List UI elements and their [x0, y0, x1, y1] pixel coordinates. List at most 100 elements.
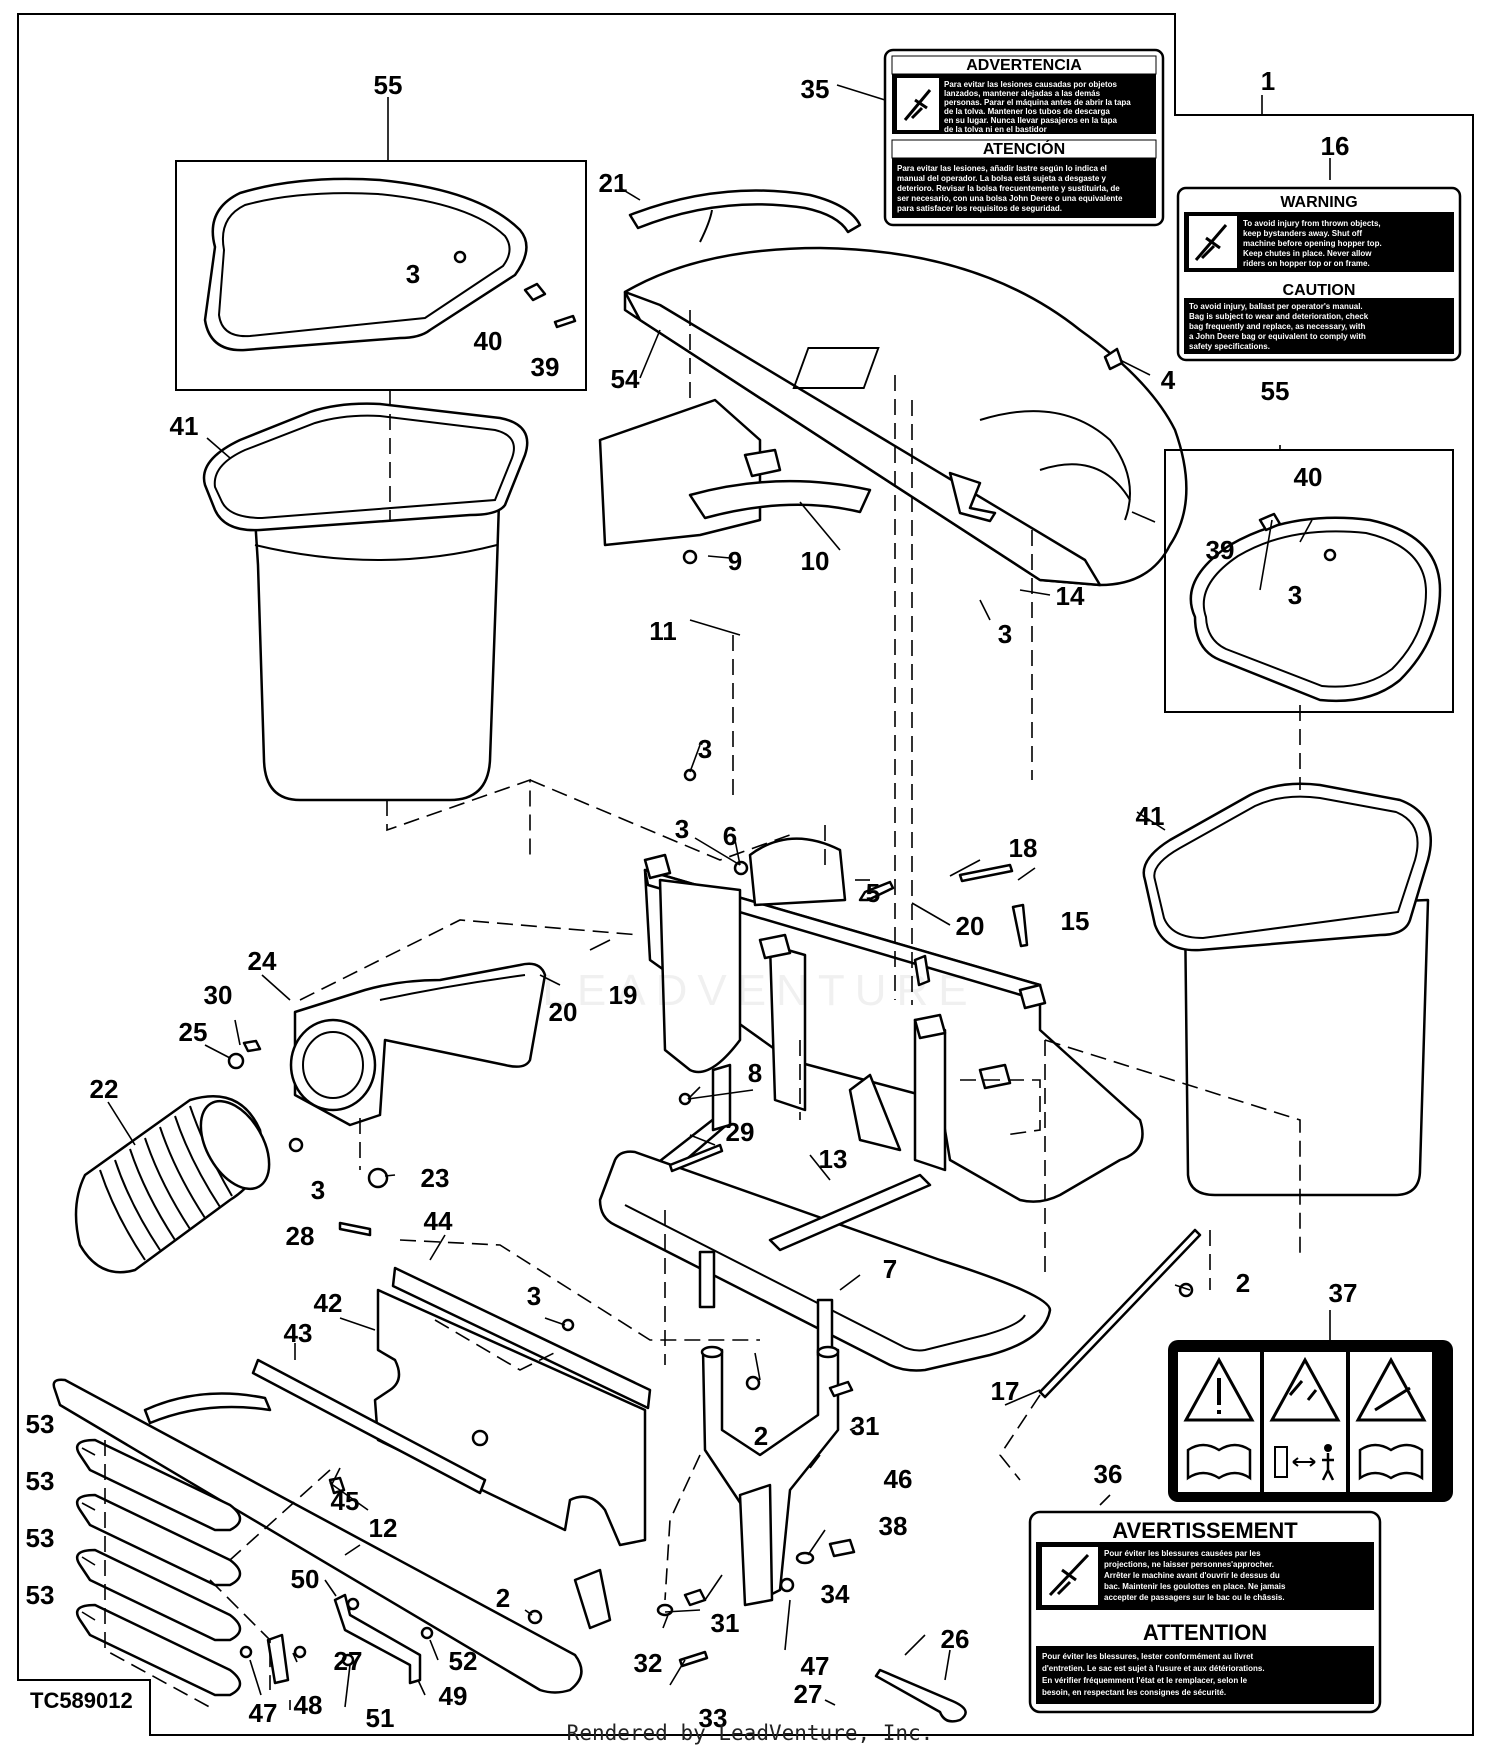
decal-16-warning-title: WARNING: [1280, 194, 1357, 211]
inset-box-right: [1164, 449, 1454, 713]
callout-49: 49: [439, 1681, 468, 1711]
callout-labels: 55 1 35 16 21 3 40 39 54 4 41 55 40 39 3…: [26, 66, 1358, 1733]
support-rod: [1038, 1228, 1202, 1399]
thrown-object-icon: [903, 89, 932, 121]
assembly-lines: [104, 310, 1301, 1711]
callout-2: 2: [496, 1583, 510, 1613]
callout-27: 27: [794, 1679, 823, 1709]
cover-seal: [628, 189, 862, 234]
callout-31: 31: [711, 1608, 740, 1638]
callout-53: 53: [26, 1523, 55, 1553]
callout-47: 47: [801, 1651, 830, 1681]
callout-6: 6: [723, 821, 737, 851]
callout-29: 29: [726, 1117, 755, 1147]
thrown-object-icon: [1194, 224, 1228, 261]
exclamation-icon: [1183, 1356, 1255, 1422]
decal-36-warning-line: Pour éviter les blessures causées par le…: [1104, 1549, 1261, 1558]
chute-plate: [251, 1266, 652, 1547]
callout-39: 39: [531, 352, 560, 382]
decal-16-warning-line: riders on hopper top or on frame.: [1243, 259, 1370, 268]
diagram-border: [17, 13, 1474, 1736]
callout-46: 46: [884, 1464, 913, 1494]
callout-31: 31: [851, 1411, 880, 1441]
hopper-body: [643, 837, 1144, 1203]
mounting-bracket: [700, 1345, 840, 1607]
callout-4: 4: [1161, 365, 1176, 395]
callout-40: 40: [1294, 462, 1323, 492]
callout-11: 11: [649, 616, 677, 646]
callout-44: 44: [424, 1206, 453, 1236]
callout-47: 47: [249, 1698, 278, 1728]
callout-20: 20: [956, 911, 985, 941]
callout-24: 24: [248, 946, 277, 976]
decal-36-caution-line: d'entretien. Le sac est sujet à l'usure …: [1042, 1664, 1265, 1673]
callout-55: 55: [1261, 376, 1290, 406]
callout-2: 2: [754, 1421, 768, 1451]
machine-icon: [1274, 1446, 1288, 1478]
decal-35-caution-line: para satisfacer los requisitos de seguri…: [897, 204, 1062, 213]
callout-8: 8: [748, 1058, 762, 1088]
person-icon-body: [1321, 1453, 1335, 1481]
decal-35-spanish: ADVERTENCIA Para evitar las lesiones cau…: [883, 48, 1165, 227]
callout-1: 1: [1261, 66, 1275, 96]
callout-34: 34: [821, 1579, 850, 1609]
callout-54: 54: [611, 364, 640, 394]
callout-21: 21: [599, 168, 628, 198]
decal-35-warning-title: ADVERTENCIA: [966, 57, 1082, 74]
decal-36-caution-line: Pour éviter les blessures, lester confor…: [1042, 1652, 1254, 1661]
callout-9: 9: [728, 546, 742, 576]
callout-51: 51: [366, 1703, 395, 1733]
callout-26: 26: [941, 1624, 970, 1654]
chute-pads: [75, 1438, 242, 1697]
callout-3: 3: [998, 619, 1012, 649]
decal-37-pictorial: [1168, 1340, 1453, 1502]
decal-16-warning-line: To avoid injury from thrown objects,: [1243, 219, 1381, 228]
callout-27: 27: [334, 1646, 363, 1676]
callout-13: 13: [819, 1144, 848, 1174]
icon-detail: [1288, 1380, 1318, 1401]
thrown-object-icon: [1269, 1356, 1341, 1422]
decal-36-caution-title: ATTENTION: [1143, 1620, 1267, 1645]
callout-48: 48: [294, 1690, 323, 1720]
person-icon: [1324, 1444, 1332, 1452]
grass-bag-left: [202, 402, 529, 802]
decal-16-caution-line: To avoid injury, ballast per operator's …: [1189, 302, 1363, 311]
decal-35-caution-line: ser necesario, con una bolsa John Deere …: [897, 194, 1123, 203]
callout-5: 5: [866, 878, 880, 908]
decal-36-caution-line: En vérifier fréquemment l'état et le rem…: [1042, 1676, 1248, 1685]
callout-36: 36: [1094, 1459, 1123, 1489]
decal-35-warning-line: lanzados, mantener alejadas a las demás: [944, 89, 1101, 98]
callout-37: 37: [1329, 1278, 1358, 1308]
callout-33: 33: [699, 1703, 728, 1733]
grass-bag-right: [1142, 782, 1432, 1197]
discharge-chute: [289, 962, 547, 1127]
watermark: LEADVENTURE: [542, 966, 977, 1015]
callout-30: 30: [204, 980, 233, 1010]
inset-box-top-left: [175, 160, 587, 391]
callout-38: 38: [879, 1511, 908, 1541]
decal-16-warning-line: Keep chutes in place. Never allow: [1243, 249, 1372, 258]
callout-3: 3: [527, 1281, 541, 1311]
callout-15: 15: [1061, 906, 1090, 936]
bag-frame-right: [1189, 516, 1442, 703]
footer-credit: Rendered by LeadVenture, Inc.: [567, 1721, 934, 1745]
decal-35-warning-line: de la tolva. Mantener los tubos de desca…: [944, 107, 1110, 116]
distance-arrow-icon: [1292, 1457, 1316, 1467]
figure-id: TC589012: [30, 1688, 133, 1713]
decal-36-french: AVERTISSEMENT Pour éviter les blessures …: [1028, 1510, 1382, 1714]
callout-19: 19: [609, 980, 638, 1010]
callout-3: 3: [675, 814, 689, 844]
callout-23: 23: [421, 1163, 450, 1193]
decal-16-warning-line: machine before opening hopper top.: [1243, 239, 1382, 248]
callout-55: 55: [374, 70, 403, 100]
callout-41: 41: [170, 411, 199, 441]
callout-50: 50: [291, 1564, 320, 1594]
decal-35-caution-line: manual del operador. La bolsa está sujet…: [897, 174, 1107, 183]
decal-16-caution-title: CAUTION: [1283, 282, 1356, 299]
callout-20: 20: [549, 997, 578, 1027]
decal-36-warning-title: AVERTISSEMENT: [1112, 1518, 1298, 1543]
chute-bar: [52, 1378, 583, 1694]
decal-16-caution-line: Bag is subject to wear and deterioration…: [1189, 312, 1369, 321]
decal-36-warning-line: accepter de passagers sur le bac ou le c…: [1104, 1593, 1285, 1602]
